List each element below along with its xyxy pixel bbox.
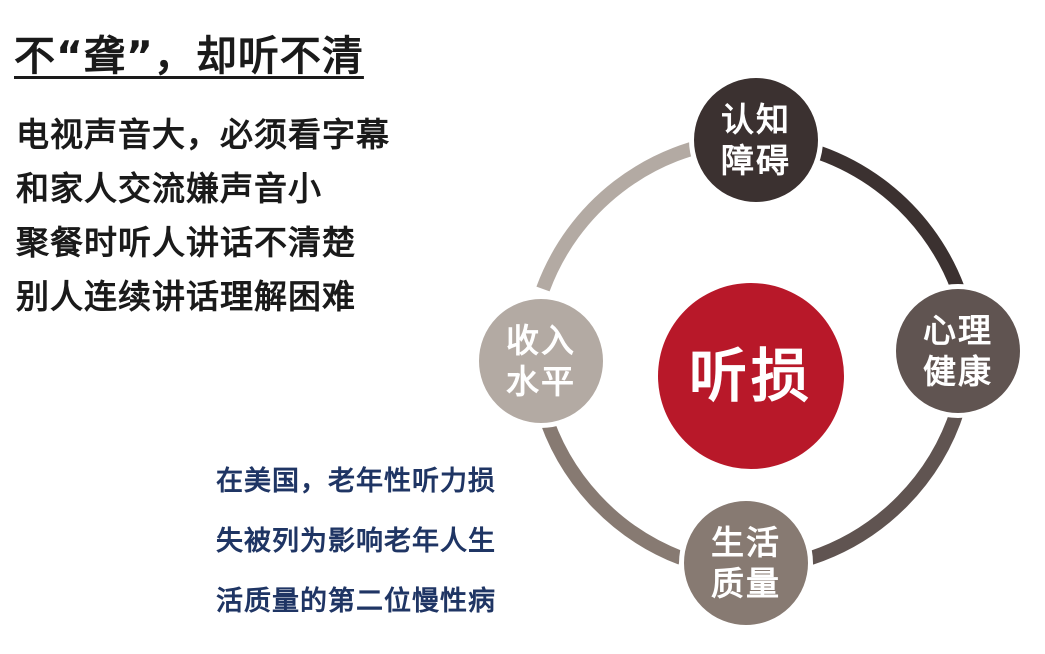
ring-arc-bottom-left (536, 406, 684, 565)
node-label-line: 健康 (923, 352, 993, 391)
income-level-node: 收入 水平 (474, 294, 608, 428)
ring-arc-bottom-right (808, 406, 965, 565)
statistic-note: 在美国，老年性听力损 失被列为影响老年人生 活质量的第二位慢性病 (216, 452, 496, 632)
symptom-item: 聚餐时听人讲话不清楚 (16, 223, 356, 262)
page-title: 不“聋”，却听不清 (14, 32, 364, 80)
hearing-loss-center-node: 听损 (658, 283, 844, 469)
symptom-item: 和家人交流嫌声音小 (16, 169, 322, 208)
node-label-line: 障碍 (721, 141, 791, 180)
symptom-item: 电视声音大，必须看字幕 (16, 115, 390, 154)
symptom-item: 别人连续讲话理解困难 (16, 277, 356, 316)
node-label-line: 收入 (506, 321, 576, 360)
node-label-line: 水平 (506, 362, 576, 401)
note-line: 在美国，老年性听力损 (216, 466, 496, 497)
node-label-line: 认知 (721, 100, 791, 139)
symptom-list: 电视声音大，必须看字幕 和家人交流嫌声音小 聚餐时听人讲话不清楚 别人连续讲话理… (16, 108, 390, 324)
node-label-line: 心理 (923, 311, 993, 350)
node-label-line: 质量 (711, 564, 781, 603)
note-line: 活质量的第二位慢性病 (216, 586, 496, 617)
mental-health-node: 心理 健康 (891, 284, 1025, 418)
center-label: 听损 (688, 342, 813, 410)
node-label-line: 生活 (711, 523, 781, 562)
quality-of-life-node: 生活 质量 (679, 496, 813, 630)
cognitive-impairment-node: 认知 障碍 (689, 73, 823, 207)
note-line: 失被列为影响老年人生 (216, 526, 496, 557)
impact-cycle-diagram: 听损 认知 障碍 心理 健康 生活 质量 收入 水平 (470, 73, 1030, 650)
